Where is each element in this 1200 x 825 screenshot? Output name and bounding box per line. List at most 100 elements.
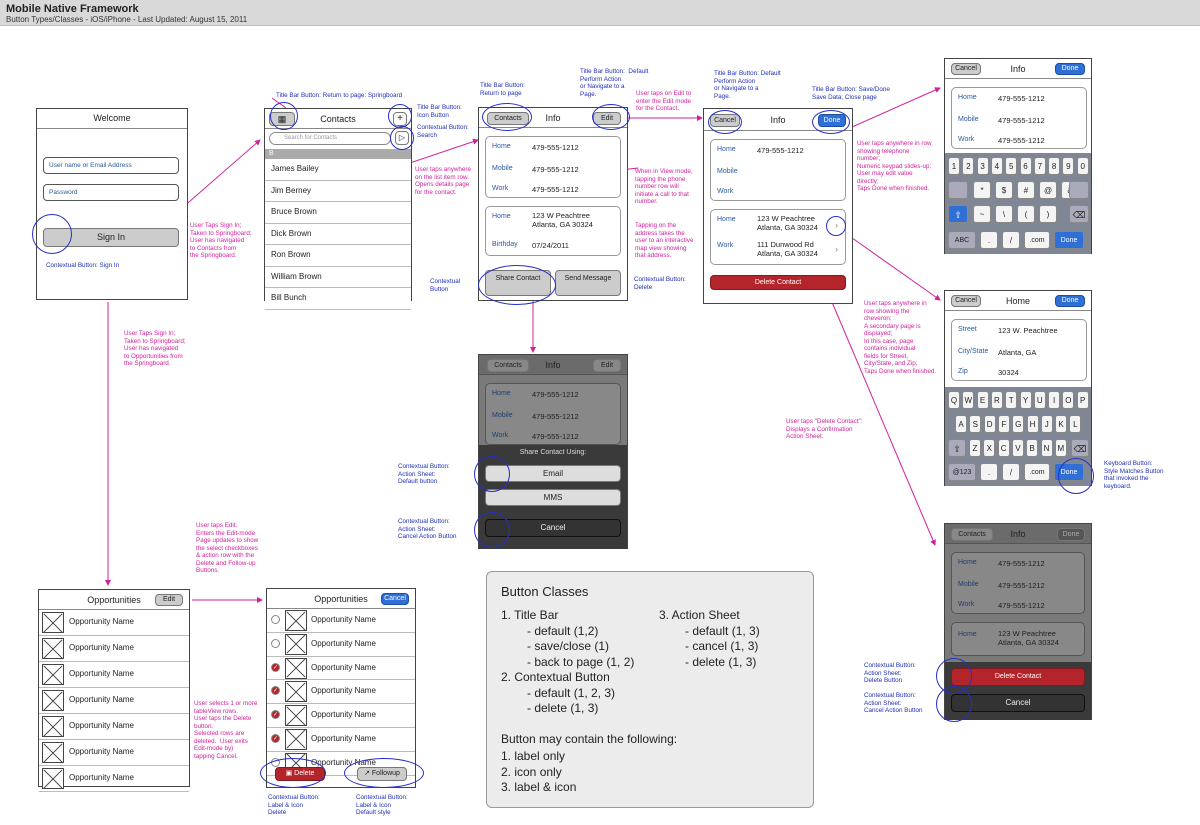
key-digit[interactable]: 8 [1048, 157, 1061, 175]
key-letter[interactable]: U [1033, 391, 1046, 409]
mobile-value[interactable]: 479-555-1212 [532, 165, 579, 174]
contact-row[interactable]: Bruce Brown [265, 202, 411, 224]
username-input[interactable]: User name or Email Address [43, 157, 179, 174]
key-letter[interactable]: O [1062, 391, 1075, 409]
contact-row[interactable]: Jim Berney [265, 180, 411, 202]
key-letter[interactable]: J [1040, 415, 1053, 433]
key-digit[interactable]: 1 [948, 157, 960, 175]
city-field[interactable]: Atlanta, GA [998, 348, 1037, 357]
home-address-line2[interactable]: Atlanta, GA 30324 [757, 223, 818, 232]
key-letter[interactable]: X [983, 439, 996, 457]
table-row[interactable]: Opportunity Name [39, 740, 189, 766]
key-letter[interactable]: Q [948, 391, 960, 409]
street-field[interactable]: 123 W. Peachtree [998, 326, 1058, 335]
table-row[interactable]: Opportunity Name [39, 714, 189, 740]
password-input[interactable]: Password [43, 184, 179, 201]
shift-icon[interactable]: ⇧ [948, 439, 966, 457]
table-row[interactable]: Opportunity Name [267, 633, 415, 657]
table-row[interactable]: Opportunity Name [39, 662, 189, 688]
key-letter[interactable]: W [962, 391, 975, 409]
delete-contact-button[interactable]: Delete Contact [710, 275, 846, 290]
table-row[interactable]: Opportunity Name [39, 610, 189, 636]
table-row[interactable]: Opportunity Name [39, 688, 189, 714]
key-symbol[interactable]: \ [995, 205, 1013, 223]
key-letter[interactable]: S [969, 415, 982, 433]
key-symbol[interactable]: ~ [973, 205, 991, 223]
key-digit[interactable]: 4 [990, 157, 1003, 175]
table-row[interactable]: ✓Opportunity Name [267, 657, 415, 681]
key-letter[interactable]: B [1026, 439, 1039, 457]
key-symbol[interactable]: $ [995, 181, 1013, 199]
contacts-search-input[interactable]: Search for Contacts [269, 132, 391, 145]
key-function[interactable]: ABC [948, 231, 976, 249]
mobile-label[interactable]: Mobile [717, 168, 738, 175]
key-letter[interactable]: A [955, 415, 967, 433]
contact-row[interactable]: Dick Brown [265, 223, 411, 245]
key-function[interactable]: Done [1054, 231, 1084, 249]
mobile-value[interactable]: 479-555-1212 [998, 116, 1045, 125]
home-address-line1[interactable]: 123 W Peachtree [757, 214, 815, 223]
contact-row[interactable]: William Brown [265, 266, 411, 288]
key-letter[interactable]: D [983, 415, 996, 433]
key-letter[interactable]: T [1005, 391, 1018, 409]
key-letter[interactable]: N [1040, 439, 1053, 457]
done-button[interactable]: Done [1055, 295, 1085, 307]
contact-row[interactable]: Bill Bunch [265, 288, 411, 310]
home-value[interactable]: 479-555-1212 [532, 143, 579, 152]
checked-circle-icon[interactable]: ✓ [271, 662, 280, 672]
key-letter[interactable]: P [1076, 391, 1089, 409]
key-digit[interactable]: 6 [1019, 157, 1032, 175]
table-row[interactable]: ✓Opportunity Name [267, 704, 415, 728]
edit-button[interactable]: Edit [155, 594, 183, 606]
unchecked-circle-icon[interactable] [271, 638, 280, 648]
key-letter[interactable]: L [1069, 415, 1082, 433]
table-row[interactable]: Opportunity Name [39, 636, 189, 662]
cancel-button[interactable]: Cancel [951, 63, 981, 75]
shift-icon[interactable]: ⇧ [948, 205, 968, 223]
key-symbol[interactable]: @ [1039, 181, 1057, 199]
key-digit[interactable]: 3 [976, 157, 989, 175]
checked-circle-icon[interactable]: ✓ [271, 733, 280, 743]
key-digit[interactable]: 2 [962, 157, 975, 175]
table-row[interactable]: ✓Opportunity Name [267, 728, 415, 752]
key-function[interactable]: . [980, 231, 998, 249]
checked-circle-icon[interactable]: ✓ [271, 710, 280, 720]
blank-key[interactable] [1069, 181, 1089, 199]
address-line2[interactable]: Atlanta, GA 30324 [532, 220, 593, 229]
checked-circle-icon[interactable]: ✓ [271, 686, 280, 696]
blank-key[interactable] [948, 181, 968, 199]
key-function[interactable]: / [1002, 463, 1020, 481]
key-symbol[interactable]: # [1017, 181, 1035, 199]
done-button[interactable]: Done [1055, 63, 1085, 75]
home-value[interactable]: 479-555-1212 [998, 94, 1045, 103]
key-symbol[interactable]: ) [1039, 205, 1057, 223]
mms-button[interactable]: MMS [485, 489, 621, 506]
table-row[interactable]: ✓Opportunity Name [267, 680, 415, 705]
key-letter[interactable]: G [1012, 415, 1025, 433]
key-digit[interactable]: 9 [1062, 157, 1075, 175]
key-letter[interactable]: F [997, 415, 1010, 433]
work-value[interactable]: 479-555-1212 [532, 185, 579, 194]
key-symbol[interactable]: ( [1017, 205, 1035, 223]
cancel-button[interactable]: Cancel [951, 295, 981, 307]
key-letter[interactable]: K [1055, 415, 1068, 433]
key-letter[interactable]: R [990, 391, 1003, 409]
cancel-action-button[interactable]: Cancel [485, 519, 621, 537]
key-symbol[interactable]: * [973, 181, 991, 199]
zip-field[interactable]: 30324 [998, 368, 1019, 377]
key-letter[interactable]: M [1054, 439, 1067, 457]
key-letter[interactable]: Y [1019, 391, 1032, 409]
home-value[interactable]: 479-555-1212 [757, 146, 804, 155]
key-digit[interactable]: 5 [1005, 157, 1018, 175]
work-label[interactable]: Work [717, 188, 734, 195]
work-address-line2[interactable]: Atlanta, GA 30324 [757, 249, 818, 258]
contact-row[interactable]: James Bailey [265, 159, 411, 181]
key-function[interactable]: . [980, 463, 998, 481]
key-function[interactable]: / [1002, 231, 1020, 249]
key-digit[interactable]: 0 [1076, 157, 1089, 175]
address-line1[interactable]: 123 W Peachtree [532, 211, 590, 220]
table-row[interactable]: Opportunity Name [267, 609, 415, 633]
backspace-icon[interactable]: ⌫ [1069, 205, 1089, 223]
unchecked-circle-icon[interactable] [271, 615, 280, 624]
key-function[interactable]: .com [1024, 231, 1050, 249]
